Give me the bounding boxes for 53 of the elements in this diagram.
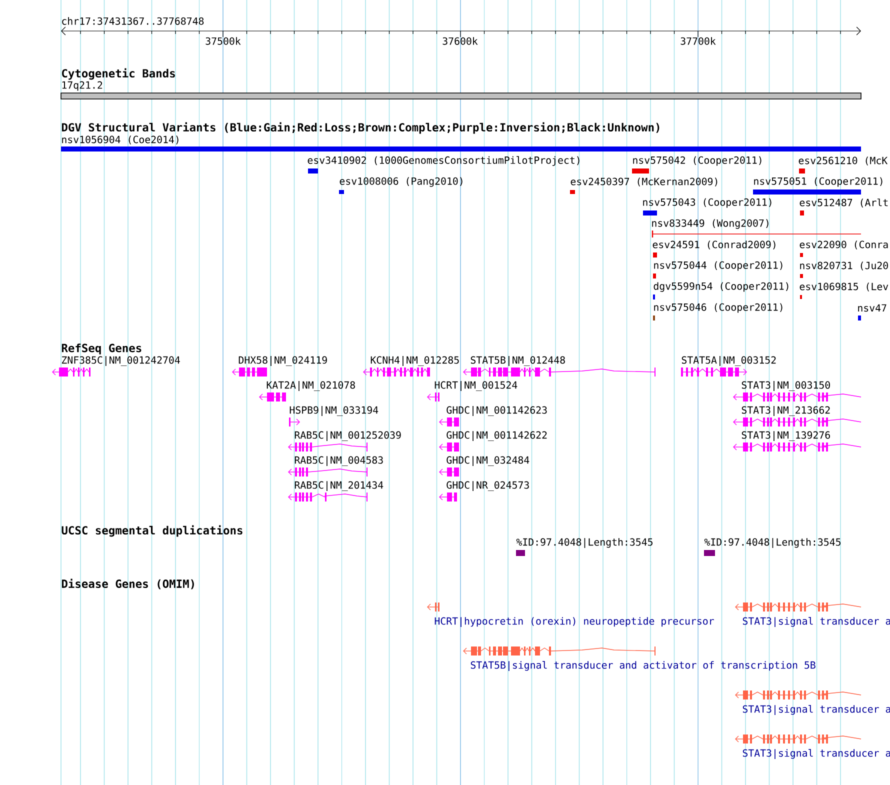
feature-label: KCNH4|NM_012285: [370, 356, 459, 366]
gene-description: STAT3|signal transducer a: [742, 617, 890, 627]
band-label: 17q21.2: [62, 81, 102, 91]
feature-label: GHDC|NM_001142623: [446, 406, 547, 416]
feature-label: GHDC|NR_024573: [446, 481, 529, 491]
feature-label: nsv47: [858, 304, 886, 312]
tick-label: 37500k: [206, 37, 241, 45]
feature-label: GHDC|NM_032484: [446, 456, 530, 466]
coordinate-label: chr17:37431367..37768748: [62, 17, 204, 25]
gene-description: STAT3|signal transducer a: [742, 705, 890, 715]
feature-label: HCRT|NM_001524: [434, 381, 518, 391]
gene-description: HCRT|hypocretin (orexin) neuropeptide precursor: [434, 617, 714, 627]
track-title: RefSeq Genes: [62, 344, 142, 354]
feature-label: nsv575042 (Cooper2011): [633, 156, 762, 166]
track-title: DGV Structural Variants (Blue:Gain;Red:Loss;Brown:Complex;Purple:Inversion;Black:Unknown): [62, 122, 660, 134]
feature-label: nsv833449 (Wong2007): [652, 219, 768, 229]
feature-label: STAT3|NM_003150: [742, 381, 830, 391]
feature-label: RAB5C|NM_004583: [294, 456, 383, 466]
tick-label: 37600k: [442, 37, 478, 45]
feature-label: esv2450397 (McKernan2009): [570, 178, 718, 186]
feature-label: nsv575046 (Cooper2011): [654, 303, 782, 313]
gene-description: STAT5B|signal transducer and activator of transcription 5B: [470, 661, 816, 671]
feature-label: ZNF385C|NM_001242704: [62, 356, 180, 366]
feature-label: esv1069815 (Lev: [800, 282, 888, 292]
feature-label: %ID:97.4048|Length:3545: [704, 538, 840, 548]
feature-label: esv22090 (Conra: [800, 240, 888, 250]
track-title: Cytogenetic Bands: [62, 68, 175, 80]
track-title: Disease Genes (OMIM): [62, 578, 194, 590]
tick-label: 37700k: [680, 37, 716, 45]
feature-label: RAB5C|NM_201434: [294, 481, 384, 491]
feature-label: STAT3|NM_139276: [742, 431, 830, 441]
feature-label: nsv575044 (Cooper2011): [654, 261, 782, 271]
feature-label: RAB5C|NM_001252039: [294, 431, 401, 441]
feature-label: %ID:97.4048|Length:3545: [516, 538, 652, 548]
feature-label: STAT3|NM_213662: [742, 406, 830, 416]
feature-label: DHX58|NM_024119: [238, 356, 327, 366]
feature-label: esv3410902 (1000GenomesConsortiumPilotProject): [308, 156, 580, 166]
feature-label: nsv820731 (Ju20: [800, 262, 888, 270]
track-title: UCSC segmental duplications: [62, 525, 242, 537]
gene-description: STAT3|signal transducer a: [742, 749, 890, 759]
feature-label: STAT5A|NM_003152: [682, 356, 776, 366]
feature-label: esv512487 (Arlt: [800, 198, 888, 208]
feature-label: esv2561210 (McK: [798, 156, 888, 166]
feature-label: STAT5B|NM_012448: [470, 356, 565, 366]
feature-label: KAT2A|NM_021078: [266, 381, 355, 391]
feature-label: esv24591 (Conrad2009): [652, 240, 776, 250]
feature-label: dgv5599n54 (Cooper2011): [654, 282, 788, 292]
feature-label: nsv575051 (Cooper2011): [754, 177, 882, 187]
feature-label: esv1008006 (Pang2010): [340, 177, 462, 187]
feature-label: nsv1056904 (Coe2014): [62, 136, 178, 144]
feature-label: nsv575043 (Cooper2011): [643, 198, 772, 208]
feature-label: GHDC|NM_001142622: [446, 431, 547, 441]
feature-label: HSPB9|NM_033194: [290, 406, 378, 416]
